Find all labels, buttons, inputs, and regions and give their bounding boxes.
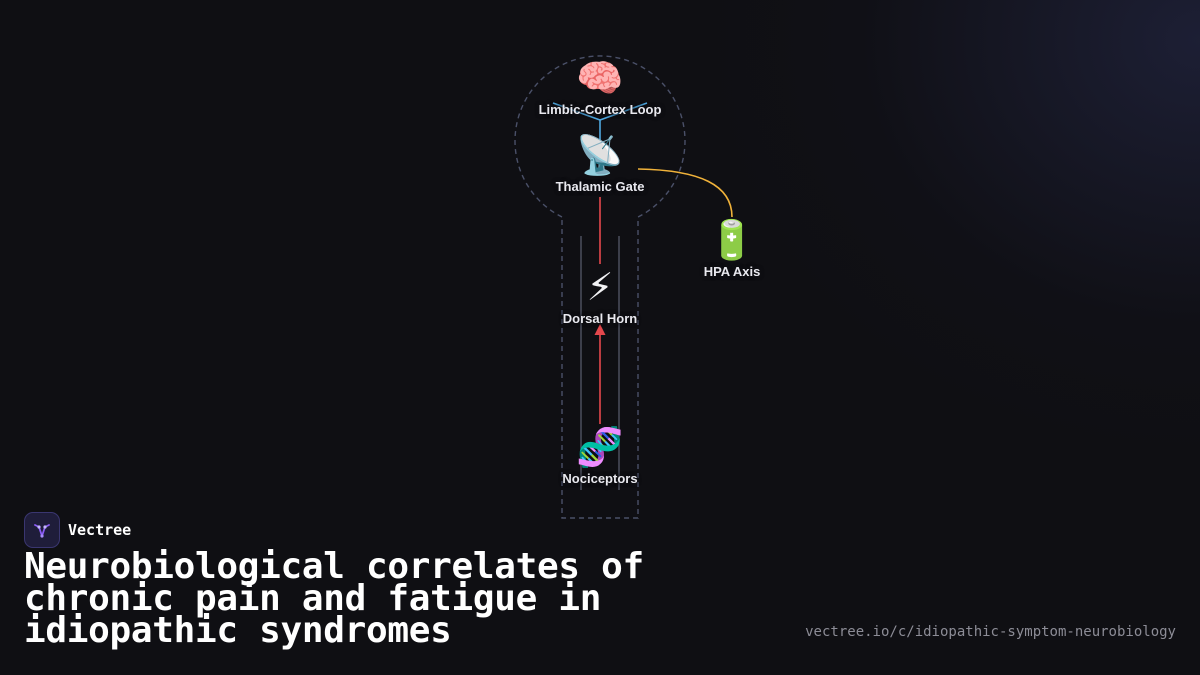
vectree-logo-icon	[24, 512, 60, 548]
node-thalamic-gate[interactable]: 📡 Thalamic Gate	[500, 133, 700, 194]
node-label: Nociceptors	[562, 471, 638, 486]
dna-icon: 🧬	[576, 425, 624, 469]
brand-name: Vectree	[68, 521, 132, 539]
edge-thalamic-limbic-right	[599, 102, 648, 121]
node-limbic-cortex-loop[interactable]: 🧠 Limbic-Cortex Loop	[500, 56, 700, 117]
page-title: Neurobiological correlates of chronic pa…	[24, 546, 644, 651]
node-dorsal-horn[interactable]: ⚡ Dorsal Horn	[500, 265, 700, 326]
cns-outline	[514, 55, 686, 519]
brain-icon: 🧠	[576, 56, 624, 100]
satellite-dish-icon: 📡	[576, 133, 624, 177]
node-label: Dorsal Horn	[562, 311, 638, 326]
node-hpa-axis[interactable]: 🔋 HPA Axis	[632, 218, 832, 279]
battery-icon: 🔋	[708, 218, 756, 262]
brand[interactable]: Vectree	[24, 512, 131, 548]
lightning-icon: ⚡	[586, 265, 614, 309]
node-label: HPA Axis	[703, 264, 761, 279]
node-nociceptors[interactable]: 🧬 Nociceptors	[500, 425, 700, 486]
node-label: Limbic-Cortex Loop	[538, 102, 662, 117]
edge-thalamic-hpa	[637, 168, 733, 218]
edge-nociceptors-dorsal-arrowhead	[594, 324, 606, 335]
edge-thalamic-limbic-left	[552, 102, 601, 121]
page-url[interactable]: vectree.io/c/idiopathic-symptom-neurobio…	[805, 624, 1176, 640]
node-label: Thalamic Gate	[555, 179, 645, 194]
